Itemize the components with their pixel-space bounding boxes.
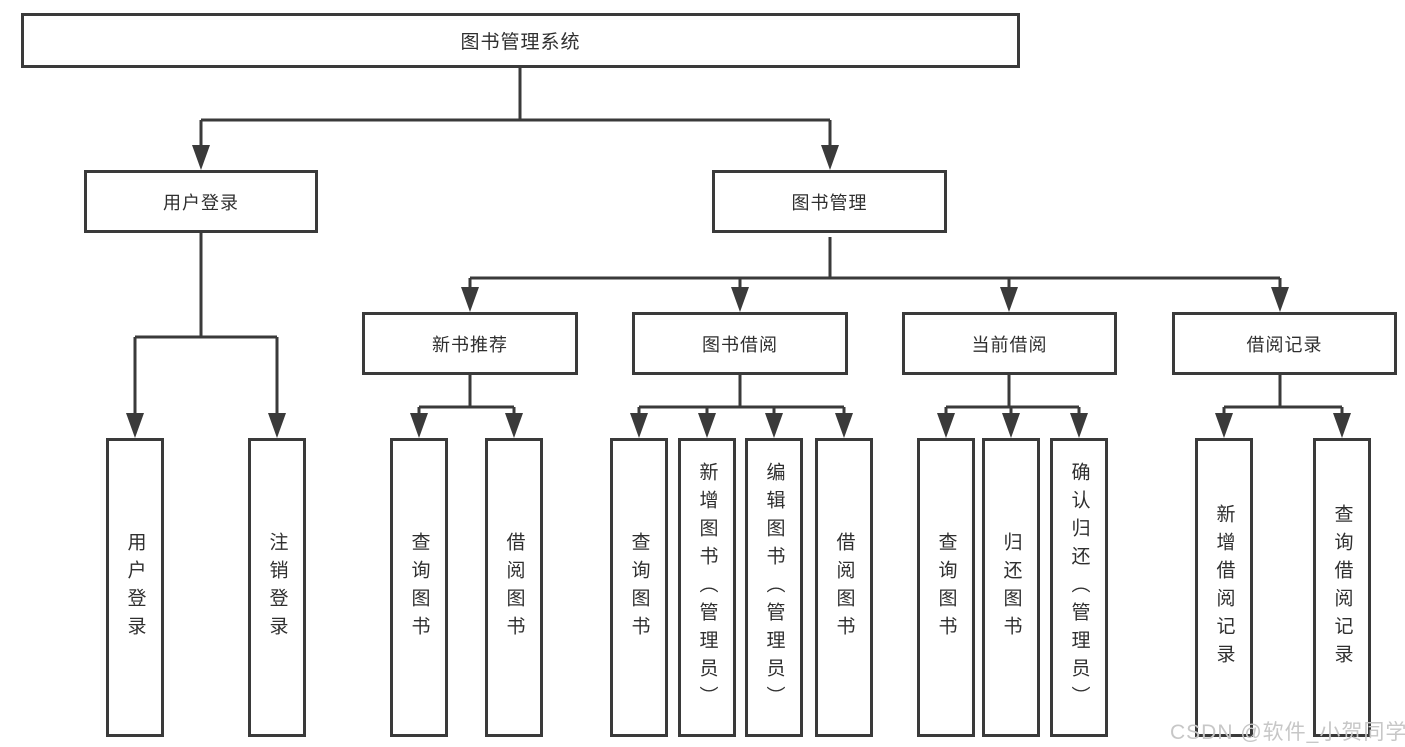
node-current-borrowing: 当前借阅 [902,312,1117,375]
node-new-book-recommendation: 新书推荐 [362,312,578,375]
node-borrowing-records: 借阅记录 [1172,312,1397,375]
leaf-query-borrow-record: 查询借阅记录 [1313,438,1371,737]
leaf-add-borrow-record: 新增借阅记录 [1195,438,1253,737]
leaf-confirm-return-admin: 确认归还（管理员） [1050,438,1108,737]
leaf-query-books-2: 查询图书 [610,438,668,737]
leaf-return-books: 归还图书 [982,438,1040,737]
node-book-borrowing: 图书借阅 [632,312,848,375]
leaf-user-login: 用户登录 [106,438,164,737]
node-book-management: 图书管理 [712,170,947,233]
watermark-text: CSDN @软件_小贺同学 [1170,721,1405,744]
leaf-query-books-3: 查询图书 [917,438,975,737]
leaf-query-books: 查询图书 [390,438,448,737]
connector-stems [133,68,1344,420]
node-user-login: 用户登录 [84,170,318,233]
leaf-add-books-admin: 新增图书（管理员） [678,438,736,737]
leaf-edit-books-admin: 编辑图书（管理员） [745,438,803,737]
arrowhead-icons [126,145,1351,438]
leaf-borrow-books-2: 借阅图书 [815,438,873,737]
node-library-management-system: 图书管理系统 [21,13,1020,68]
leaf-logout-login: 注销登录 [248,438,306,737]
leaf-borrow-books: 借阅图书 [485,438,543,737]
